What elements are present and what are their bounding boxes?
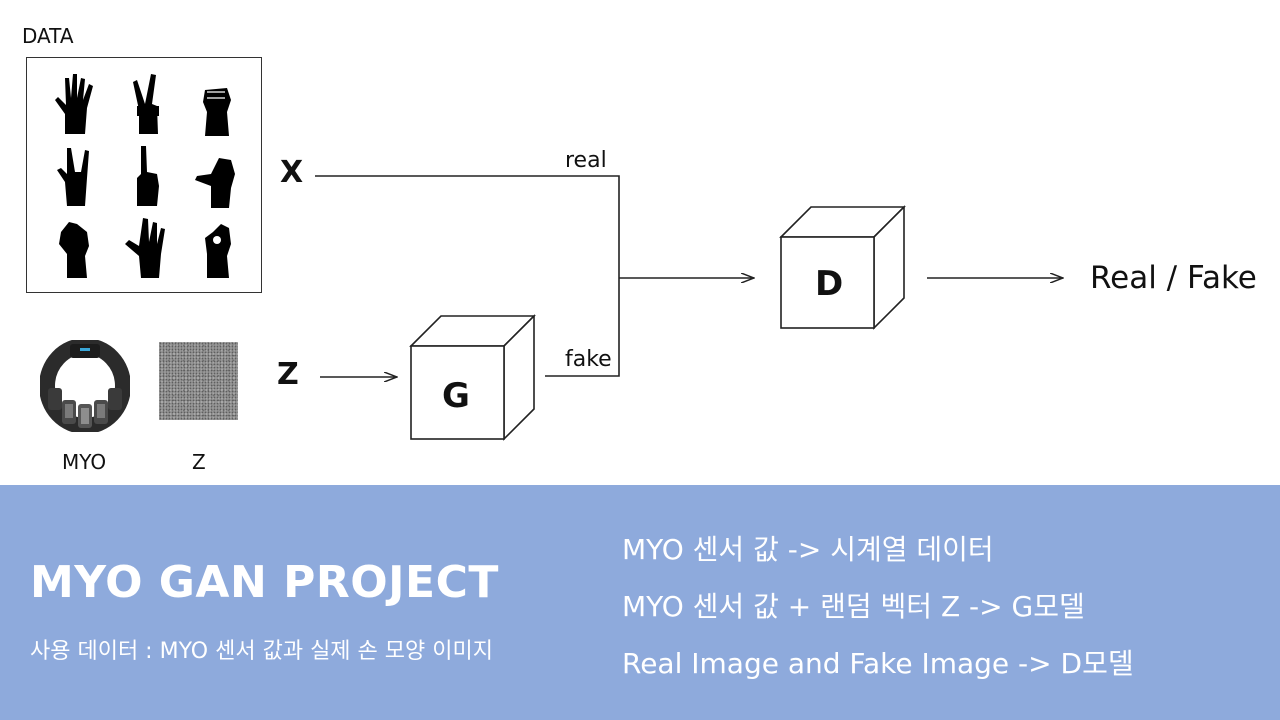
real-fake-connector (315, 175, 620, 377)
note-line-3: Real Image and Fake Image -> D모델 (622, 647, 1134, 680)
fist-icon (203, 88, 231, 136)
pointing-up-icon (137, 146, 159, 206)
gan-flow-diagram (315, 175, 1280, 441)
z-label: Z (277, 357, 299, 392)
project-banner (0, 485, 1280, 720)
hand-image-grid (26, 57, 262, 293)
noise-z-label: Z (192, 450, 206, 474)
three-fingers-icon (125, 218, 165, 278)
output-label: Real / Fake (1090, 260, 1257, 296)
thumb-side-icon (195, 158, 235, 208)
generator-cube (409, 314, 536, 441)
discriminator-cube (779, 205, 906, 330)
generator-label: G (442, 376, 470, 416)
myo-label: MYO (62, 450, 107, 474)
project-title: MYO GAN PROJECT (30, 557, 499, 608)
fake-edge-label: fake (565, 347, 612, 372)
myo-armband-image (40, 340, 130, 432)
open-hand-icon (55, 74, 93, 134)
discriminator-label: D (815, 264, 844, 304)
project-subtitle: 사용 데이터 : MYO 센서 값과 실제 손 모양 이미지 (30, 639, 493, 664)
rock-sign-icon (57, 148, 89, 206)
peace-sign-icon (133, 74, 159, 134)
hand-gesture-icon (59, 222, 89, 278)
note-line-2: MYO 센서 값 + 랜덤 벡터 Z -> G모델 (622, 590, 1085, 623)
x-label: X (280, 155, 304, 190)
note-line-1: MYO 센서 값 -> 시계열 데이터 (622, 533, 994, 566)
ok-sign-icon (205, 224, 231, 278)
real-edge-label: real (565, 148, 607, 173)
random-noise-image (159, 342, 238, 420)
data-label: DATA (22, 24, 74, 48)
